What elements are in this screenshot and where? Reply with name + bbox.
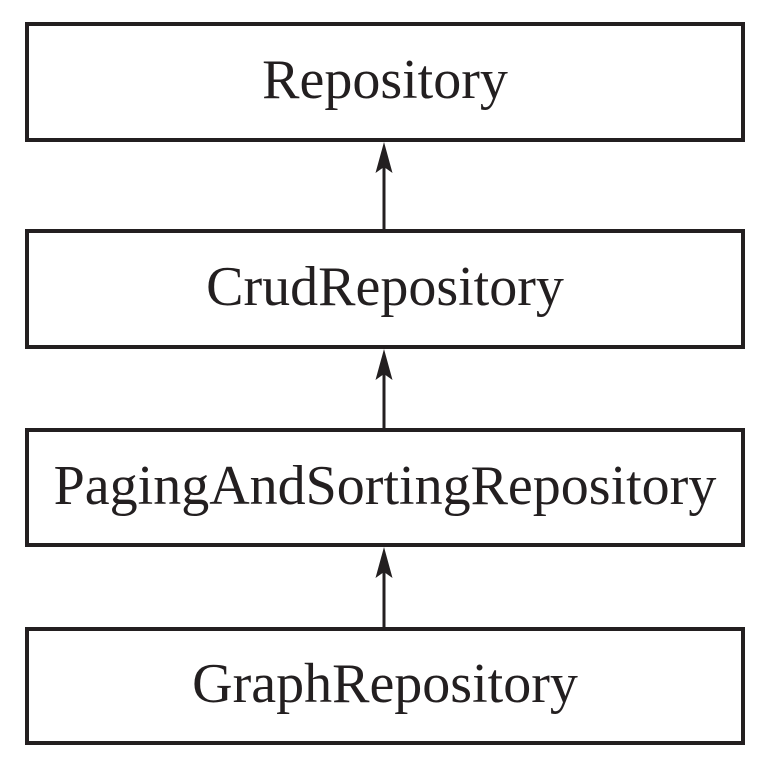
inheritance-arrow-up-icon [375,349,393,428]
node-pagingandsortingrepository: PagingAndSortingRepository [25,428,745,547]
node-graphrepository: GraphRepository [25,627,745,745]
node-crudrepository-label: CrudRepository [206,256,564,318]
node-graphrepository-label: GraphRepository [192,653,578,715]
node-repository: Repository [25,22,745,142]
node-pagingandsortingrepository-label: PagingAndSortingRepository [53,454,717,517]
inheritance-arrow-up-icon [375,142,393,229]
inheritance-arrow-up-icon [375,547,393,627]
node-crudrepository: CrudRepository [25,229,745,349]
node-repository-label: Repository [262,49,508,111]
